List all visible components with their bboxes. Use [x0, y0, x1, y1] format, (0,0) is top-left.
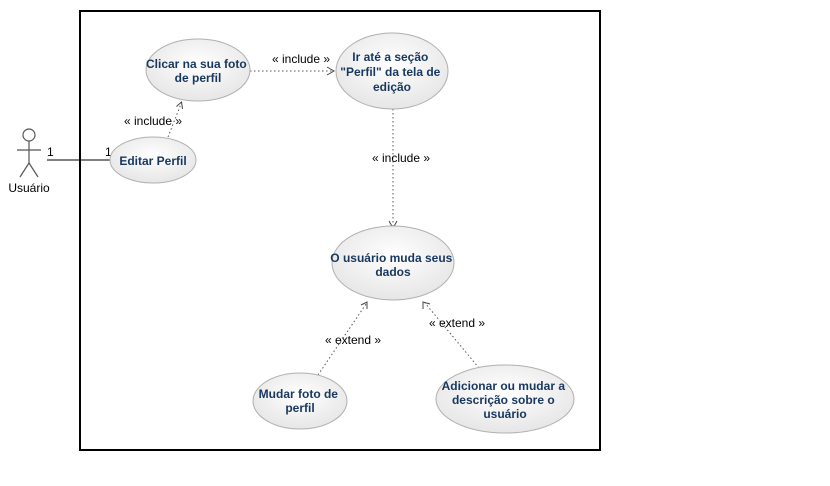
include-label-1: « include »: [124, 114, 182, 128]
usecase-editar-perfil: Editar Perfil: [109, 136, 197, 184]
actor-multiplicity: 1: [47, 145, 54, 159]
svg-text:Editar Perfil: Editar Perfil: [119, 154, 186, 168]
usecase-adicionar-descricao-line-1: Adicionar ou mudar a: [442, 379, 566, 393]
svg-text:Mudar foto de perfil: Mudar foto de perfil: [259, 387, 342, 415]
usecase-muda-dados-line-1: O usuário muda seus: [330, 251, 452, 265]
include-label-2: « include »: [272, 52, 330, 66]
arrowhead-extend-2: [422, 301, 431, 309]
extend-line-2: [424, 302, 480, 369]
usecase-ir-secao-line-2: "Perfil" da tela de: [340, 65, 440, 79]
usecase-ir-secao: Ir até a seção "Perfil" da tela de ediçã…: [335, 32, 449, 110]
usecase-adicionar-descricao: Adicionar ou mudar a descrição sobre o u…: [435, 364, 575, 434]
usecase-adicionar-descricao-line-2: descrição sobre o: [452, 393, 555, 407]
usecase-ir-secao-line-1: Ir até a seção: [352, 50, 428, 64]
system-boundary: [79, 10, 601, 451]
actor-usuario: [17, 128, 41, 178]
extend-label-1: « extend »: [325, 333, 381, 347]
actor-right-leg: [28, 162, 39, 178]
svg-text:Adicionar ou mudar a des: Adicionar ou mudar a descrição sobre o u…: [442, 379, 569, 421]
usecase-muda-dados-line-2: dados: [375, 265, 411, 279]
arrowhead-include-2: [326, 66, 336, 76]
arrowhead-extend-1: [360, 301, 368, 309]
usecase-editar-perfil-label: Editar Perfil: [119, 154, 186, 168]
svg-text:Clicar na sua foto de pe: Clicar na sua foto de perfil: [146, 57, 250, 85]
usecase-clicar-foto: Clicar na sua foto de perfil: [145, 38, 251, 102]
usecase-mudar-foto-line-1: Mudar foto de: [259, 387, 339, 401]
usecase-clicar-foto-line-1: Clicar na sua foto: [146, 57, 247, 71]
usecase-multiplicity: 1: [105, 145, 112, 159]
actor-label: Usuário: [8, 181, 50, 195]
include-label-3: « include »: [372, 151, 430, 165]
svg-text:Ir até a seção "Perfil": Ir até a seção "Perfil" da tela de ediçã…: [340, 50, 443, 94]
actor-head: [22, 128, 36, 142]
arrowhead-include-1: [176, 101, 183, 110]
usecase-mudar-foto-line-2: perfil: [285, 401, 314, 415]
usecase-mudar-foto: Mudar foto de perfil: [252, 372, 348, 430]
usecase-muda-dados: O usuário muda seus dados: [330, 225, 455, 301]
svg-text:O usuário muda seus dado: O usuário muda seus dados: [330, 251, 455, 279]
actor-left-leg: [19, 162, 30, 178]
usecase-adicionar-descricao-line-3: usuário: [483, 407, 526, 421]
usecase-ir-secao-line-3: edição: [373, 80, 411, 94]
extend-label-2: « extend »: [429, 316, 485, 330]
usecase-clicar-foto-line-2: de perfil: [175, 71, 222, 85]
